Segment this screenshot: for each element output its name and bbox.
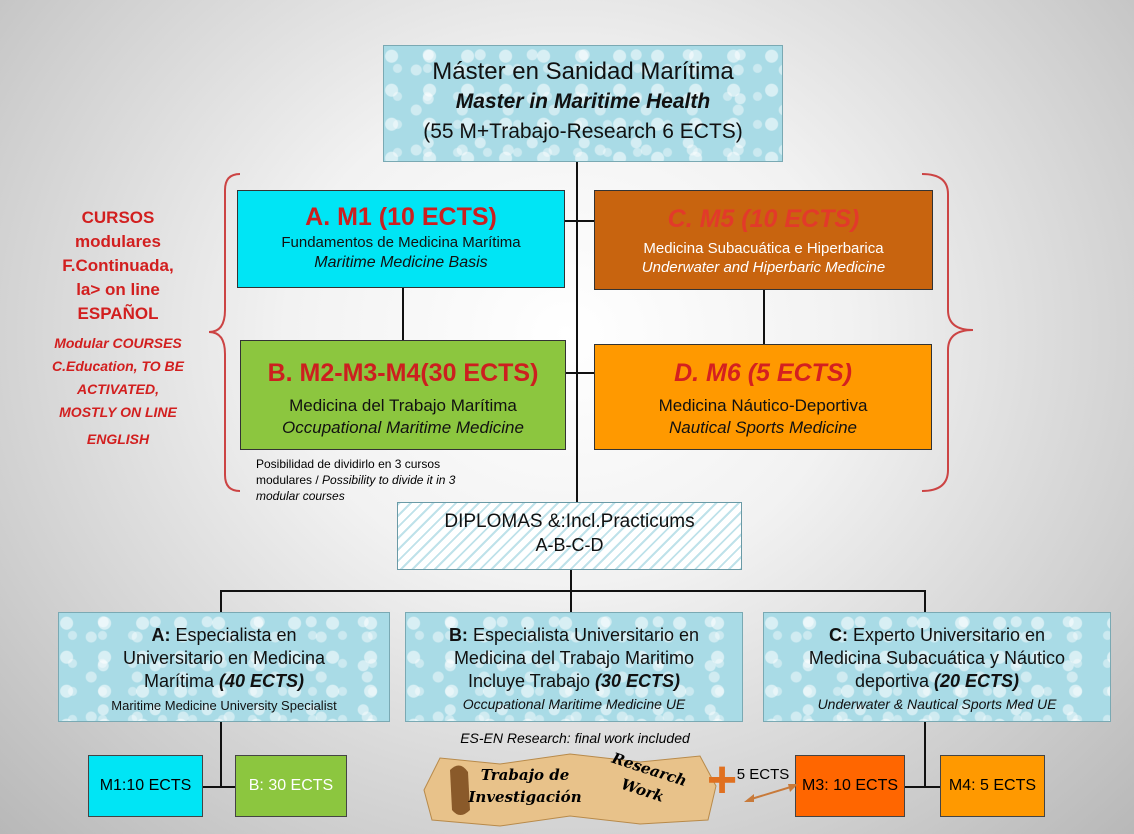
diploma-a-box: A: Especialista en Universitario en Medi… — [58, 612, 390, 722]
connector-a-b — [402, 288, 404, 340]
diplomas-line1: DIPLOMAS &:Incl.Practicums — [444, 511, 695, 532]
left-note-es-5: ESPAÑOL — [77, 304, 159, 323]
left-note: CURSOS modulares F.Continuada, la> on li… — [38, 206, 198, 451]
left-brace — [208, 173, 241, 492]
connector-c-down — [924, 722, 926, 787]
left-note-es-4: la> on line — [76, 280, 160, 299]
module-a-en: Maritime Medicine Basis — [314, 254, 488, 271]
module-b-title: B. M2-M3-M4(30 ECTS) — [267, 359, 539, 387]
diploma-b-box: B: Especialista Universitario en Medicin… — [405, 612, 743, 722]
left-note-en-1: Modular COURSES — [54, 335, 182, 351]
connector-b-d — [565, 372, 595, 374]
diploma-b-en: Occupational Maritime Medicine UE — [462, 696, 686, 712]
m1-box: M1:10 ECTS — [88, 755, 203, 817]
connector-a-down — [220, 722, 222, 787]
m3-box: M3: 10 ECTS — [795, 755, 905, 817]
diploma-b-line3: Incluye Trabajo (30 ECTS) — [467, 671, 681, 691]
connector-m1-b — [203, 786, 235, 788]
diploma-c-line1: C: Experto Universitario en — [828, 625, 1046, 645]
connector-horizontal-bottom — [220, 590, 925, 592]
trabajo-label: Trabajo de Investigación — [460, 764, 590, 808]
trabajo-line1: Trabajo de — [480, 766, 570, 784]
left-note-en-2: C.Education, TO BE — [52, 358, 184, 374]
left-note-es-2: modulares — [75, 232, 161, 251]
master-title-en: Master in Maritime Health — [455, 90, 711, 113]
master-ects: (55 M+Trabajo-Research 6 ECTS) — [423, 120, 743, 143]
connector-to-c — [924, 590, 926, 612]
double-arrow-icon — [744, 784, 798, 802]
diploma-b-line1: B: Especialista Universitario en — [448, 625, 700, 645]
left-note-en-4: MOSTLY ON LINE — [59, 404, 177, 420]
module-d-es: Medicina Náutico-Deportiva — [658, 396, 868, 415]
connector-to-b — [570, 590, 572, 612]
diploma-c-line2: Medicina Subacuática y Náutico — [808, 648, 1066, 668]
module-b-box: B. M2-M3-M4(30 ECTS) Medicina del Trabaj… — [240, 340, 566, 450]
m4-box: M4: 5 ECTS — [940, 755, 1045, 817]
right-brace — [921, 173, 974, 492]
module-d-en: Nautical Sports Medicine — [668, 418, 858, 437]
split-note-line1: Posibilidad de dividirlo en 3 cursos — [256, 457, 441, 471]
master-title-es: Máster en Sanidad Marítima — [432, 58, 734, 85]
module-d-title: D. M6 (5 ECTS) — [674, 359, 852, 387]
diploma-b-line2: Medicina del Trabajo Maritimo — [453, 648, 695, 668]
diploma-a-line1: A: Especialista en — [151, 625, 297, 645]
diplomas-box: DIPLOMAS &:Incl.Practicums A-B-C-D — [397, 502, 742, 570]
diploma-a-line3: Marítima (40 ECTS) — [143, 671, 305, 691]
connector-to-a — [220, 590, 222, 612]
module-a-box: A. M1 (10 ECTS) Fundamentos de Medicina … — [237, 190, 565, 288]
diploma-c-en: Underwater & Nautical Sports Med UE — [817, 696, 1057, 712]
diplomas-line2: A-B-C-D — [535, 535, 604, 555]
connector-master-down — [576, 160, 578, 505]
diploma-a-line2: Universitario en Medicina — [122, 648, 326, 668]
diploma-c-line3: deportiva (20 ECTS) — [854, 671, 1020, 691]
module-c-box: C. M5 (10 ECTS) Medicina Subacuática e H… — [594, 190, 933, 290]
module-a-es: Fundamentos de Medicina Marítima — [281, 234, 521, 251]
connector-diplomas-down — [570, 570, 572, 590]
diploma-c-box: C: Experto Universitario en Medicina Sub… — [763, 612, 1111, 722]
master-box: Máster en Sanidad Marítima Master in Mar… — [383, 45, 783, 162]
connector-c-d — [763, 290, 765, 344]
connector-m3-m4 — [905, 786, 940, 788]
left-note-en-5: ENGLISH — [86, 431, 150, 447]
b-box: B: 30 ECTS — [235, 755, 347, 817]
split-note-line3: modular courses — [256, 489, 345, 503]
module-c-title: C. M5 (10 ECTS) — [667, 205, 860, 233]
module-c-en: Underwater and Hiperbaric Medicine — [641, 259, 886, 276]
five-ects-label: 5 ECTS — [736, 766, 790, 783]
left-note-en-3: ACTIVATED, — [77, 381, 159, 397]
left-note-es-1: CURSOS — [81, 208, 155, 227]
module-a-title: A. M1 (10 ECTS) — [305, 203, 497, 231]
left-note-es-3: F.Continuada, — [62, 256, 174, 275]
module-b-en: Occupational Maritime Medicine — [282, 418, 524, 437]
module-c-es: Medicina Subacuática e Hiperbarica — [643, 240, 884, 257]
connector-a-c — [565, 220, 595, 222]
module-b-es: Medicina del Trabajo Marítima — [289, 396, 517, 415]
research-note: ES-EN Research: final work included — [460, 730, 690, 746]
research-parchment-image — [423, 753, 717, 827]
split-note-line2: modulares / Possibility to divide it in … — [256, 473, 456, 487]
split-note: Posibilidad de dividirlo en 3 cursos mod… — [256, 456, 556, 504]
plus-icon: + — [706, 751, 738, 809]
trabajo-line2: Investigación — [468, 788, 582, 806]
module-d-box: D. M6 (5 ECTS) Medicina Náutico-Deportiv… — [594, 344, 932, 450]
diploma-a-en: Maritime Medicine University Specialist — [111, 698, 337, 713]
